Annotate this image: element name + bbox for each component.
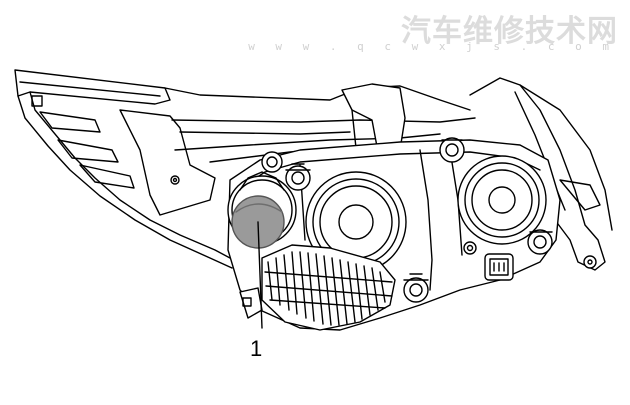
callout-1-leader: [258, 222, 262, 328]
socket-upper-right: [440, 138, 464, 162]
bulb-sockets: [262, 138, 552, 302]
socket-lower-center: [404, 274, 428, 302]
bulb-cap-part-1: [228, 172, 296, 248]
electrical-connector: [485, 254, 513, 280]
housing-right-side: [470, 78, 612, 270]
heat-sink: [240, 245, 395, 330]
socket-upper-left: [262, 152, 282, 172]
high-beam-reflector: [458, 156, 546, 244]
left-mounting-bracket: [15, 70, 232, 268]
callout-label-1: 1: [250, 336, 263, 361]
watermark-url: w w w . q c w x j s . c o m: [248, 40, 616, 53]
socket-upper-mid: [286, 164, 310, 190]
socket-lower-right: [528, 230, 552, 254]
watermark-title: 汽车维修技术网: [401, 14, 618, 49]
